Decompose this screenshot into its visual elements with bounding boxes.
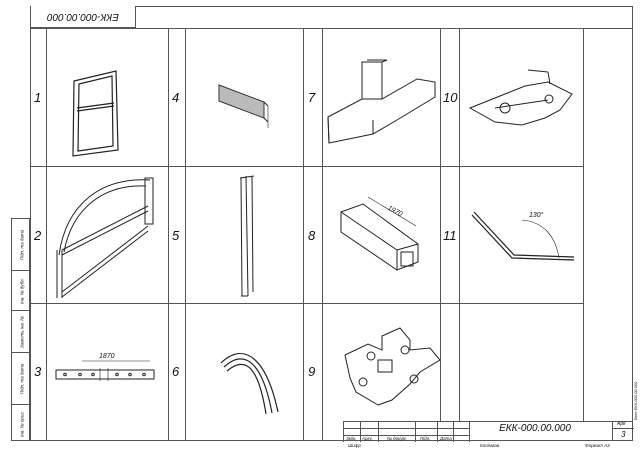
stamp-label: № докум. bbox=[387, 436, 407, 441]
stamp-label: Підп. bbox=[420, 436, 431, 441]
sheet-label: Арк bbox=[617, 421, 626, 427]
side-stamp: Підп. та дата Інв. № дубл. Замість інв. … bbox=[11, 218, 31, 441]
cell-number: 3 bbox=[34, 364, 42, 379]
cell-number: 6 bbox=[172, 364, 180, 379]
drawing-post bbox=[239, 175, 255, 297]
cell-number: 2 bbox=[34, 228, 42, 243]
side-stamp-cell: Замість інв. № bbox=[12, 311, 31, 353]
title-block: Змін. Арку. № докум. Підп. Дата bbox=[343, 421, 633, 442]
cell-number: 10 bbox=[443, 90, 458, 105]
grid-line bbox=[440, 28, 441, 421]
drawing-tee-connector bbox=[327, 59, 436, 144]
angle-label-130: 130° bbox=[529, 212, 544, 219]
grid-line bbox=[185, 28, 186, 441]
cell-number: 8 bbox=[308, 228, 316, 243]
cell-number: 11 bbox=[443, 228, 457, 243]
grid-line bbox=[322, 28, 323, 441]
drawing-strip-1870 bbox=[55, 360, 155, 381]
dimension-label-1870: 1870 bbox=[99, 353, 115, 360]
top-border bbox=[136, 6, 633, 28]
stamp-label: Змін. bbox=[346, 436, 357, 441]
stamp-label: Арку. bbox=[362, 436, 373, 441]
shyfr-label: Шифр bbox=[348, 443, 361, 448]
cell-number: 4 bbox=[172, 90, 180, 105]
cell-number: 1 bbox=[34, 90, 42, 105]
grid-line bbox=[46, 28, 47, 441]
format-label: Формат А3 bbox=[585, 443, 610, 448]
grid-line bbox=[459, 28, 460, 421]
drawing-door-frame bbox=[72, 70, 119, 157]
sheet-number: 3 bbox=[621, 430, 626, 439]
grid-line bbox=[168, 28, 169, 441]
title-document-code: ЕКК-000.00.000 bbox=[499, 423, 571, 434]
drawing-arched-frame bbox=[56, 177, 154, 298]
drawing-cross-connector bbox=[344, 327, 441, 406]
drawing-arch-rod bbox=[220, 352, 279, 415]
grid-line bbox=[303, 28, 304, 441]
side-stamp-cell: Інв. № дубл. bbox=[12, 271, 31, 311]
copied-label: Копіював bbox=[480, 443, 500, 448]
drawing-clamp-connector bbox=[468, 69, 573, 126]
cell-number: 7 bbox=[308, 90, 316, 105]
drawing-frame bbox=[30, 28, 633, 441]
drawing-bent-plate bbox=[471, 211, 575, 261]
side-stamp-cell: Підп. та дата bbox=[12, 219, 31, 271]
stamp-label: Дата bbox=[440, 436, 452, 441]
drawing-mesh-panel bbox=[218, 84, 269, 128]
cell-number: 9 bbox=[308, 364, 316, 379]
grid-line bbox=[30, 166, 583, 167]
drawing-square-tube bbox=[340, 196, 419, 271]
grid-line bbox=[583, 28, 584, 421]
side-stamp-cell: Підп. та дата bbox=[12, 353, 31, 405]
sheet-number-box: Арк 3 bbox=[612, 421, 634, 441]
grid-line bbox=[30, 303, 583, 304]
cell-number: 5 bbox=[172, 228, 180, 243]
